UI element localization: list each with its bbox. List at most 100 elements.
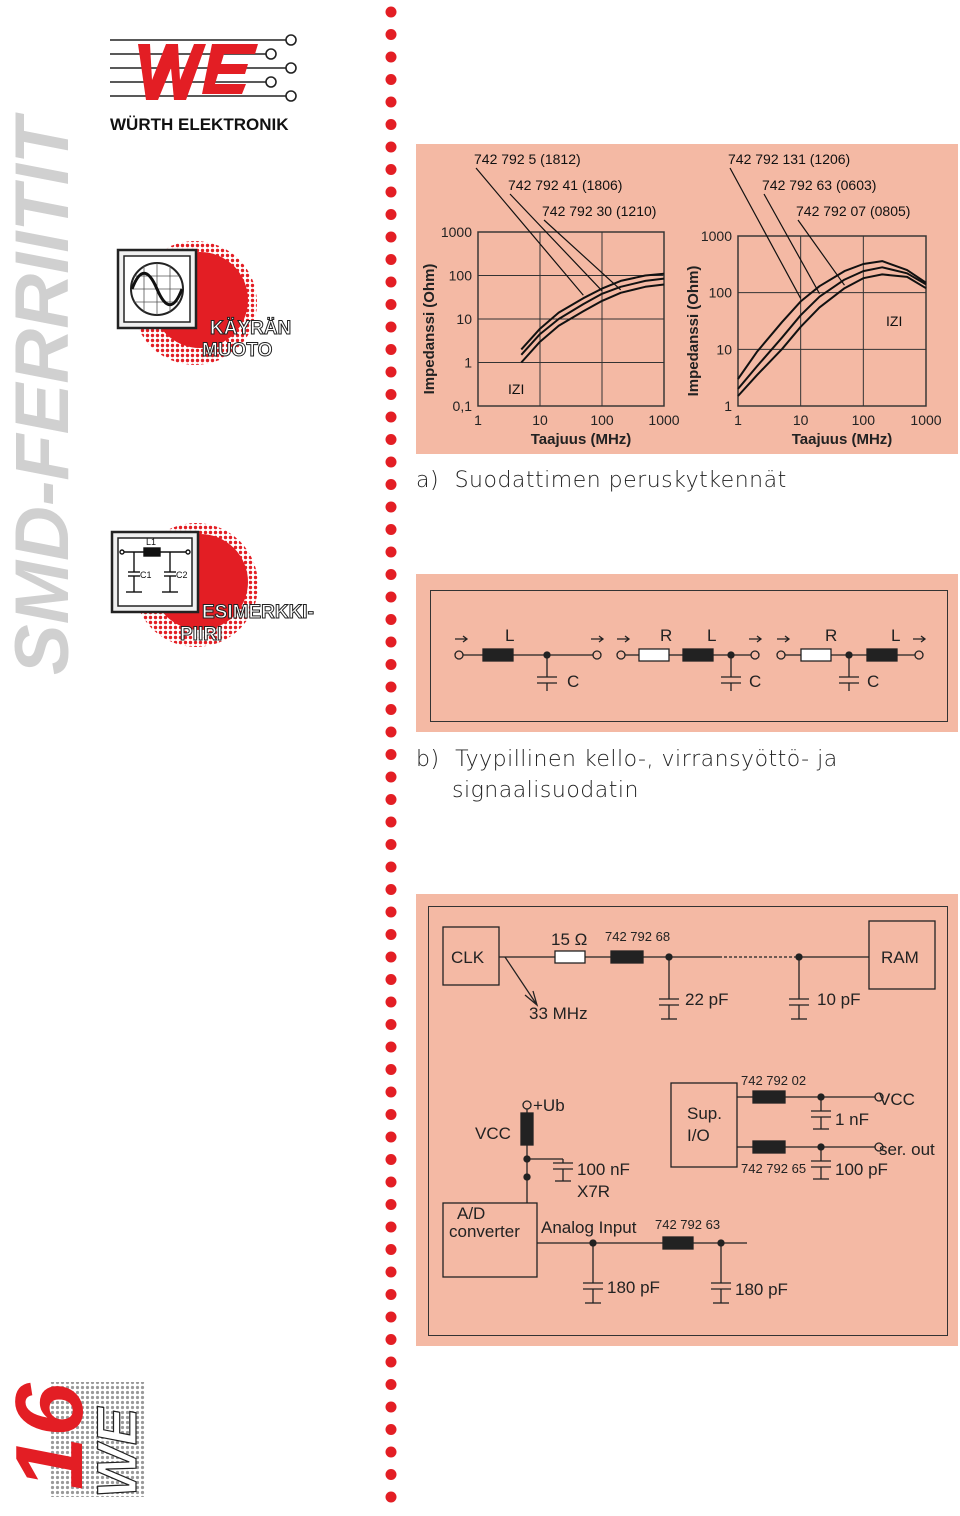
y-tick-label: 1 xyxy=(724,398,732,414)
divider-dot xyxy=(385,1446,397,1458)
izi-annotation: IZI xyxy=(886,313,902,329)
divider-dot xyxy=(385,1221,397,1233)
series-line xyxy=(737,266,927,390)
ferrite-clk-label: 742 792 68 xyxy=(605,929,670,944)
series-leader-line xyxy=(797,219,845,286)
example-circuit-panel: CLK RAM 15 Ω 742 792 68 33 MHz 22 pF 10 … xyxy=(416,894,958,1346)
resistor-label: 15 Ω xyxy=(551,930,587,949)
badge-c2-label: C2 xyxy=(176,570,188,580)
divider-dot xyxy=(385,119,397,130)
logo-text: WÜRTH ELEKTRONIK xyxy=(110,115,289,134)
divider-dot xyxy=(385,1356,397,1368)
vcc-left-label: VCC xyxy=(475,1124,511,1143)
divider-dot xyxy=(385,501,397,513)
cap-100p-label: 100 pF xyxy=(835,1160,888,1179)
ram-label: RAM xyxy=(881,948,919,967)
divider-dot xyxy=(385,1176,397,1188)
badge-circuit-label-1: ESIMERKKI- xyxy=(202,602,315,624)
y-tick-label: 10 xyxy=(456,311,472,327)
divider-dot xyxy=(385,1154,397,1165)
divider-dot xyxy=(385,6,397,18)
y-tick-label: 10 xyxy=(716,341,732,357)
cap-180a-label: 180 pF xyxy=(607,1278,660,1297)
series-leader-line xyxy=(475,167,584,296)
divider-dot xyxy=(385,794,397,805)
divider-dot xyxy=(385,839,397,850)
ub-label: +Ub xyxy=(533,1096,565,1115)
divider-dot xyxy=(385,546,397,558)
divider-dot xyxy=(385,974,397,985)
sup-label-2: I/O xyxy=(687,1126,710,1145)
bottom-we-mark: WE xyxy=(85,1406,148,1498)
divider-dot xyxy=(385,1491,397,1503)
divider-dot xyxy=(385,1401,397,1413)
series-label: 742 792 30 (1210) xyxy=(542,203,656,219)
badge-curve-shape: KÄYRÄN MUOTO xyxy=(110,238,300,378)
series-label: 742 792 131 (1206) xyxy=(728,151,850,167)
series-leader-line xyxy=(509,193,603,292)
x-tick-label: 100 xyxy=(852,412,876,428)
divider-dot xyxy=(385,771,397,783)
series-line xyxy=(520,272,665,351)
badge-curve-label: KÄYRÄN MUOTO xyxy=(201,318,292,362)
cap-22-label: 22 pF xyxy=(685,990,728,1009)
divider-dot xyxy=(385,1469,397,1480)
divider-dot xyxy=(385,479,397,490)
divider-dot xyxy=(385,456,397,468)
divider-dot xyxy=(385,1311,397,1323)
divider-dot xyxy=(385,231,397,243)
divider-dot xyxy=(385,74,397,85)
filter-circuit-diagram: L R L R L C C C xyxy=(454,626,927,691)
divider-dot xyxy=(385,321,397,333)
divider-dot xyxy=(385,1379,397,1390)
label-l1: L xyxy=(505,626,514,645)
y-tick-label: 100 xyxy=(709,285,733,301)
label-r1: R xyxy=(660,626,672,645)
series-line xyxy=(520,277,665,356)
divider-dot xyxy=(385,726,397,738)
divider-dot xyxy=(385,164,397,175)
badge-c1-label: C1 xyxy=(140,570,152,580)
series-line xyxy=(737,273,927,397)
divider-dot xyxy=(385,209,397,220)
divider-dot xyxy=(385,186,397,198)
divider-dot xyxy=(385,659,397,670)
divider-dot xyxy=(385,299,397,310)
divider-dot xyxy=(385,1334,397,1345)
sup-label-1: Sup. xyxy=(687,1104,722,1123)
divider-dot xyxy=(385,749,397,760)
page-number: 16 xyxy=(0,1383,103,1490)
dot-column-divider xyxy=(385,6,397,1503)
series-label: 742 792 5 (1812) xyxy=(474,151,581,167)
divider-dot xyxy=(385,1199,397,1210)
y-axis-label: Impedanssi (Ohm) xyxy=(421,264,438,395)
cap-180b-label: 180 pF xyxy=(735,1280,788,1299)
divider-dot xyxy=(385,366,397,378)
badge-circuit-label-2: PIIRI xyxy=(180,624,223,646)
cap-1n-label: 1 nF xyxy=(835,1110,869,1129)
series-leader-line xyxy=(763,193,821,294)
divider-dot xyxy=(385,411,397,423)
y-tick-label: 0,1 xyxy=(453,398,473,414)
adc-label-1: A/D xyxy=(457,1204,485,1223)
badge-curve-label-1: KÄYRÄN xyxy=(209,318,292,340)
x-tick-label: 1 xyxy=(734,412,742,428)
divider-dot xyxy=(385,569,397,580)
series-label: 742 792 63 (0603) xyxy=(762,177,876,193)
badge-circuit-label: ESIMERKKI- PIIRI xyxy=(180,602,315,646)
caption-a-marker: a) xyxy=(416,468,440,493)
divider-dot xyxy=(385,951,397,963)
sine-wave-scope-icon xyxy=(130,262,184,316)
caption-a-text: Suodattimen peruskytkennät xyxy=(454,468,787,493)
divider-dot xyxy=(385,614,397,625)
caption-b-marker: b) xyxy=(416,747,440,772)
cap-10-label: 10 pF xyxy=(817,990,860,1009)
divider-dot xyxy=(385,1019,397,1030)
x-tick-label: 1000 xyxy=(648,412,679,428)
divider-dot xyxy=(385,996,397,1008)
freq-label: 33 MHz xyxy=(529,1004,588,1023)
y-tick-label: 1000 xyxy=(441,224,472,240)
